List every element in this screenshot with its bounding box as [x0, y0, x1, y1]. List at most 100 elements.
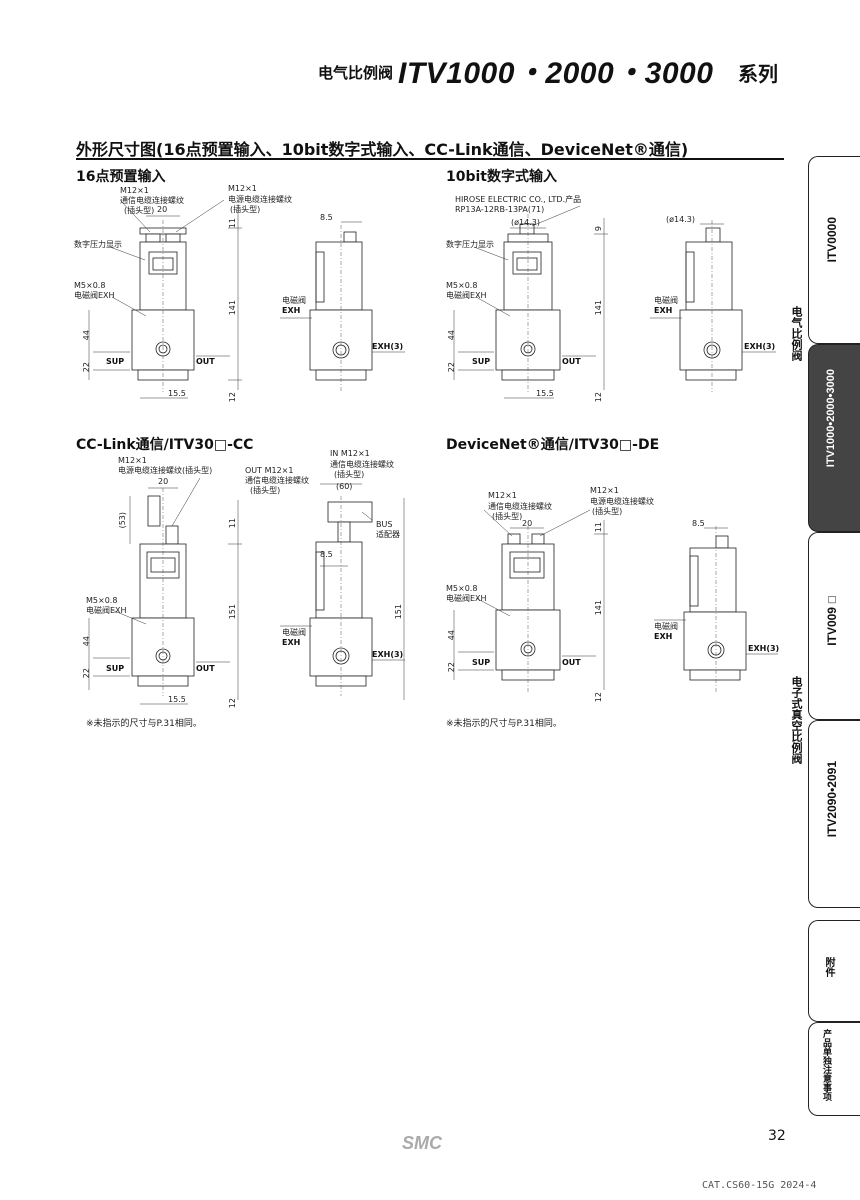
sidebar-category-electro-pneumatic: 电气比例阀	[790, 306, 803, 361]
p16-m5: M5×0.8	[74, 281, 106, 290]
pdn-dim-22: 22	[447, 662, 456, 673]
p16-dim-141: 141	[228, 300, 237, 316]
tab-itv0000[interactable]: ITV0000	[808, 156, 860, 344]
p10-dim-22: 22	[447, 362, 456, 373]
p16-side-solenoid: 电磁阀	[282, 296, 306, 305]
pcc-side-solenoid: 电磁阀	[282, 628, 306, 637]
p16-m12-power-desc2: (插头型)	[230, 205, 261, 214]
tab-accessories-label: 附件	[823, 957, 834, 977]
p16-dim-11: 11	[228, 218, 237, 229]
p10-pressure-display: 数字压力显示	[446, 240, 494, 249]
p16-exh3: EXH(3)	[372, 342, 404, 351]
pcc-out-m12: OUT M12×1	[245, 466, 294, 475]
pcc-side-exh: EXH	[282, 638, 301, 647]
p16-sup: SUP	[106, 357, 125, 366]
p10-m5: M5×0.8	[446, 281, 478, 290]
p10-front-view	[453, 205, 608, 399]
p10-side-view	[650, 220, 776, 392]
catalog-code: CAT.CS60-15G 2024-4	[702, 1180, 817, 1191]
pcc-m12-desc: 电源电缆连接螺纹(插头型)	[118, 466, 213, 475]
p16-dim-22: 22	[82, 362, 91, 373]
pcc-solenoid-exh: 电磁阀EXH	[86, 606, 127, 615]
p10-dim-15-5: 15.5	[536, 389, 554, 398]
pdn-out: OUT	[562, 658, 581, 667]
p16-dim-8-5: 8.5	[320, 213, 333, 222]
pdn-sup: SUP	[472, 658, 491, 667]
pdn-dim-20: 20	[522, 519, 533, 528]
pcc-bus: BUS	[376, 520, 393, 529]
pcc-sup: SUP	[106, 664, 125, 673]
pdn-dim-11: 11	[594, 522, 603, 533]
pcc-m5: M5×0.8	[86, 596, 118, 605]
pdn-m12-power: M12×1	[590, 486, 619, 495]
smc-logo: SMC	[402, 1133, 442, 1153]
pcc-out: OUT	[196, 664, 215, 673]
pdn-m12-power-desc2: (插头型)	[592, 507, 623, 516]
header-prefix: 电气比例阀	[318, 64, 394, 82]
tab-itv1000-2000-3000[interactable]: ITV1000•2000•3000	[808, 344, 860, 532]
pdn-note: ※未指示的尺寸与P.31相同。	[446, 719, 562, 729]
header-model: ITV1000・2000・3000	[398, 57, 714, 90]
tab-precautions[interactable]: 产品单独注意事项	[808, 1022, 860, 1116]
p16-m12-comm: M12×1	[120, 186, 149, 195]
pdn-dim-8-5: 8.5	[692, 519, 705, 528]
p16-pressure-display: 数字压力显示	[74, 240, 122, 249]
pcc-dim-44: 44	[82, 636, 91, 647]
tab-itv009[interactable]: ITV009□	[808, 532, 860, 720]
tab-accessories[interactable]: 附件	[808, 920, 860, 1022]
p10-side-solenoid: 电磁阀	[654, 296, 678, 305]
p16-title: 16点预置输入	[76, 169, 166, 185]
p16-out: OUT	[196, 357, 215, 366]
p10-phi-front: (ø14.3)	[511, 218, 540, 227]
p10-sup: SUP	[472, 357, 491, 366]
tab-itv0000-label: ITV0000	[825, 217, 839, 263]
pdn-m5: M5×0.8	[446, 584, 478, 593]
section-title: 外形尺寸图(16点预置输入、10bit数字式输入、CC-Link通信、Devic…	[76, 140, 689, 159]
pcc-dim-11: 11	[228, 518, 237, 529]
pcc-side-view	[280, 483, 405, 700]
pcc-note: ※未指示的尺寸与P.31相同。	[86, 719, 202, 729]
header-series: 系列	[738, 62, 778, 86]
pcc-exh3: EXH(3)	[372, 650, 404, 659]
pdn-front-view	[453, 509, 608, 692]
p10-solenoid-exh: 电磁阀EXH	[446, 291, 487, 300]
pdn-m12-comm-desc2: (插头型)	[492, 512, 523, 521]
p16-dim-20: 20	[157, 205, 168, 214]
p16-side-view	[280, 221, 405, 392]
pcc-in-m12: IN M12×1	[330, 449, 370, 458]
p16-m12-comm-desc2: (插头型)	[124, 206, 155, 215]
pcc-title: CC-Link通信/ITV30□-CC	[76, 437, 254, 453]
pcc-dim-22: 22	[82, 668, 91, 679]
tab-precautions-label: 产品单独注意事项	[821, 1029, 831, 1101]
pdn-solenoid-exh: 电磁阀EXH	[446, 594, 487, 603]
tab-itv1000-label: ITV1000•2000•3000	[825, 369, 837, 468]
p16-side-exh: EXH	[282, 306, 301, 315]
p16-solenoid-exh: 电磁阀EXH	[74, 291, 115, 300]
section-rule	[76, 158, 784, 160]
pdn-side-exh: EXH	[654, 632, 673, 641]
pcc-bus-adapter: 适配器	[376, 530, 400, 539]
pcc-dim-15-5: 15.5	[168, 695, 186, 704]
pdn-m12-comm-desc1: 通信电缆连接螺纹	[488, 502, 552, 511]
p16-dim-15-5: 15.5	[168, 389, 186, 398]
pdn-title: DeviceNet®通信/ITV30□-DE	[446, 437, 660, 453]
pdn-dim-44: 44	[447, 630, 456, 641]
sidebar-category-vacuum: 电子式真空比例阀	[790, 676, 803, 764]
pcc-dim-60: (60)	[336, 482, 353, 491]
p10-hirose-model: RP13A-12RB-13PA(71)	[455, 205, 545, 214]
pdn-dim-141: 141	[594, 600, 603, 616]
p10-out: OUT	[562, 357, 581, 366]
p10-dim-141: 141	[594, 300, 603, 316]
p10-dim-12: 12	[594, 392, 603, 403]
pcc-dim-53: (53)	[118, 512, 127, 529]
p10-title: 10bit数字式输入	[446, 169, 557, 185]
tab-itv2090-2091[interactable]: ITV2090•2091	[808, 720, 860, 908]
pdn-m12-comm: M12×1	[488, 491, 517, 500]
tab-itv009-label: ITV009□	[825, 593, 839, 646]
p16-m12-power-desc1: 电源电缆连接螺纹	[228, 195, 292, 204]
page-number: 32	[768, 1128, 786, 1144]
p16-dim-44: 44	[82, 330, 91, 341]
pdn-side-view	[654, 526, 778, 692]
pdn-side-solenoid: 电磁阀	[654, 622, 678, 631]
pcc-dim-20: 20	[158, 477, 169, 486]
